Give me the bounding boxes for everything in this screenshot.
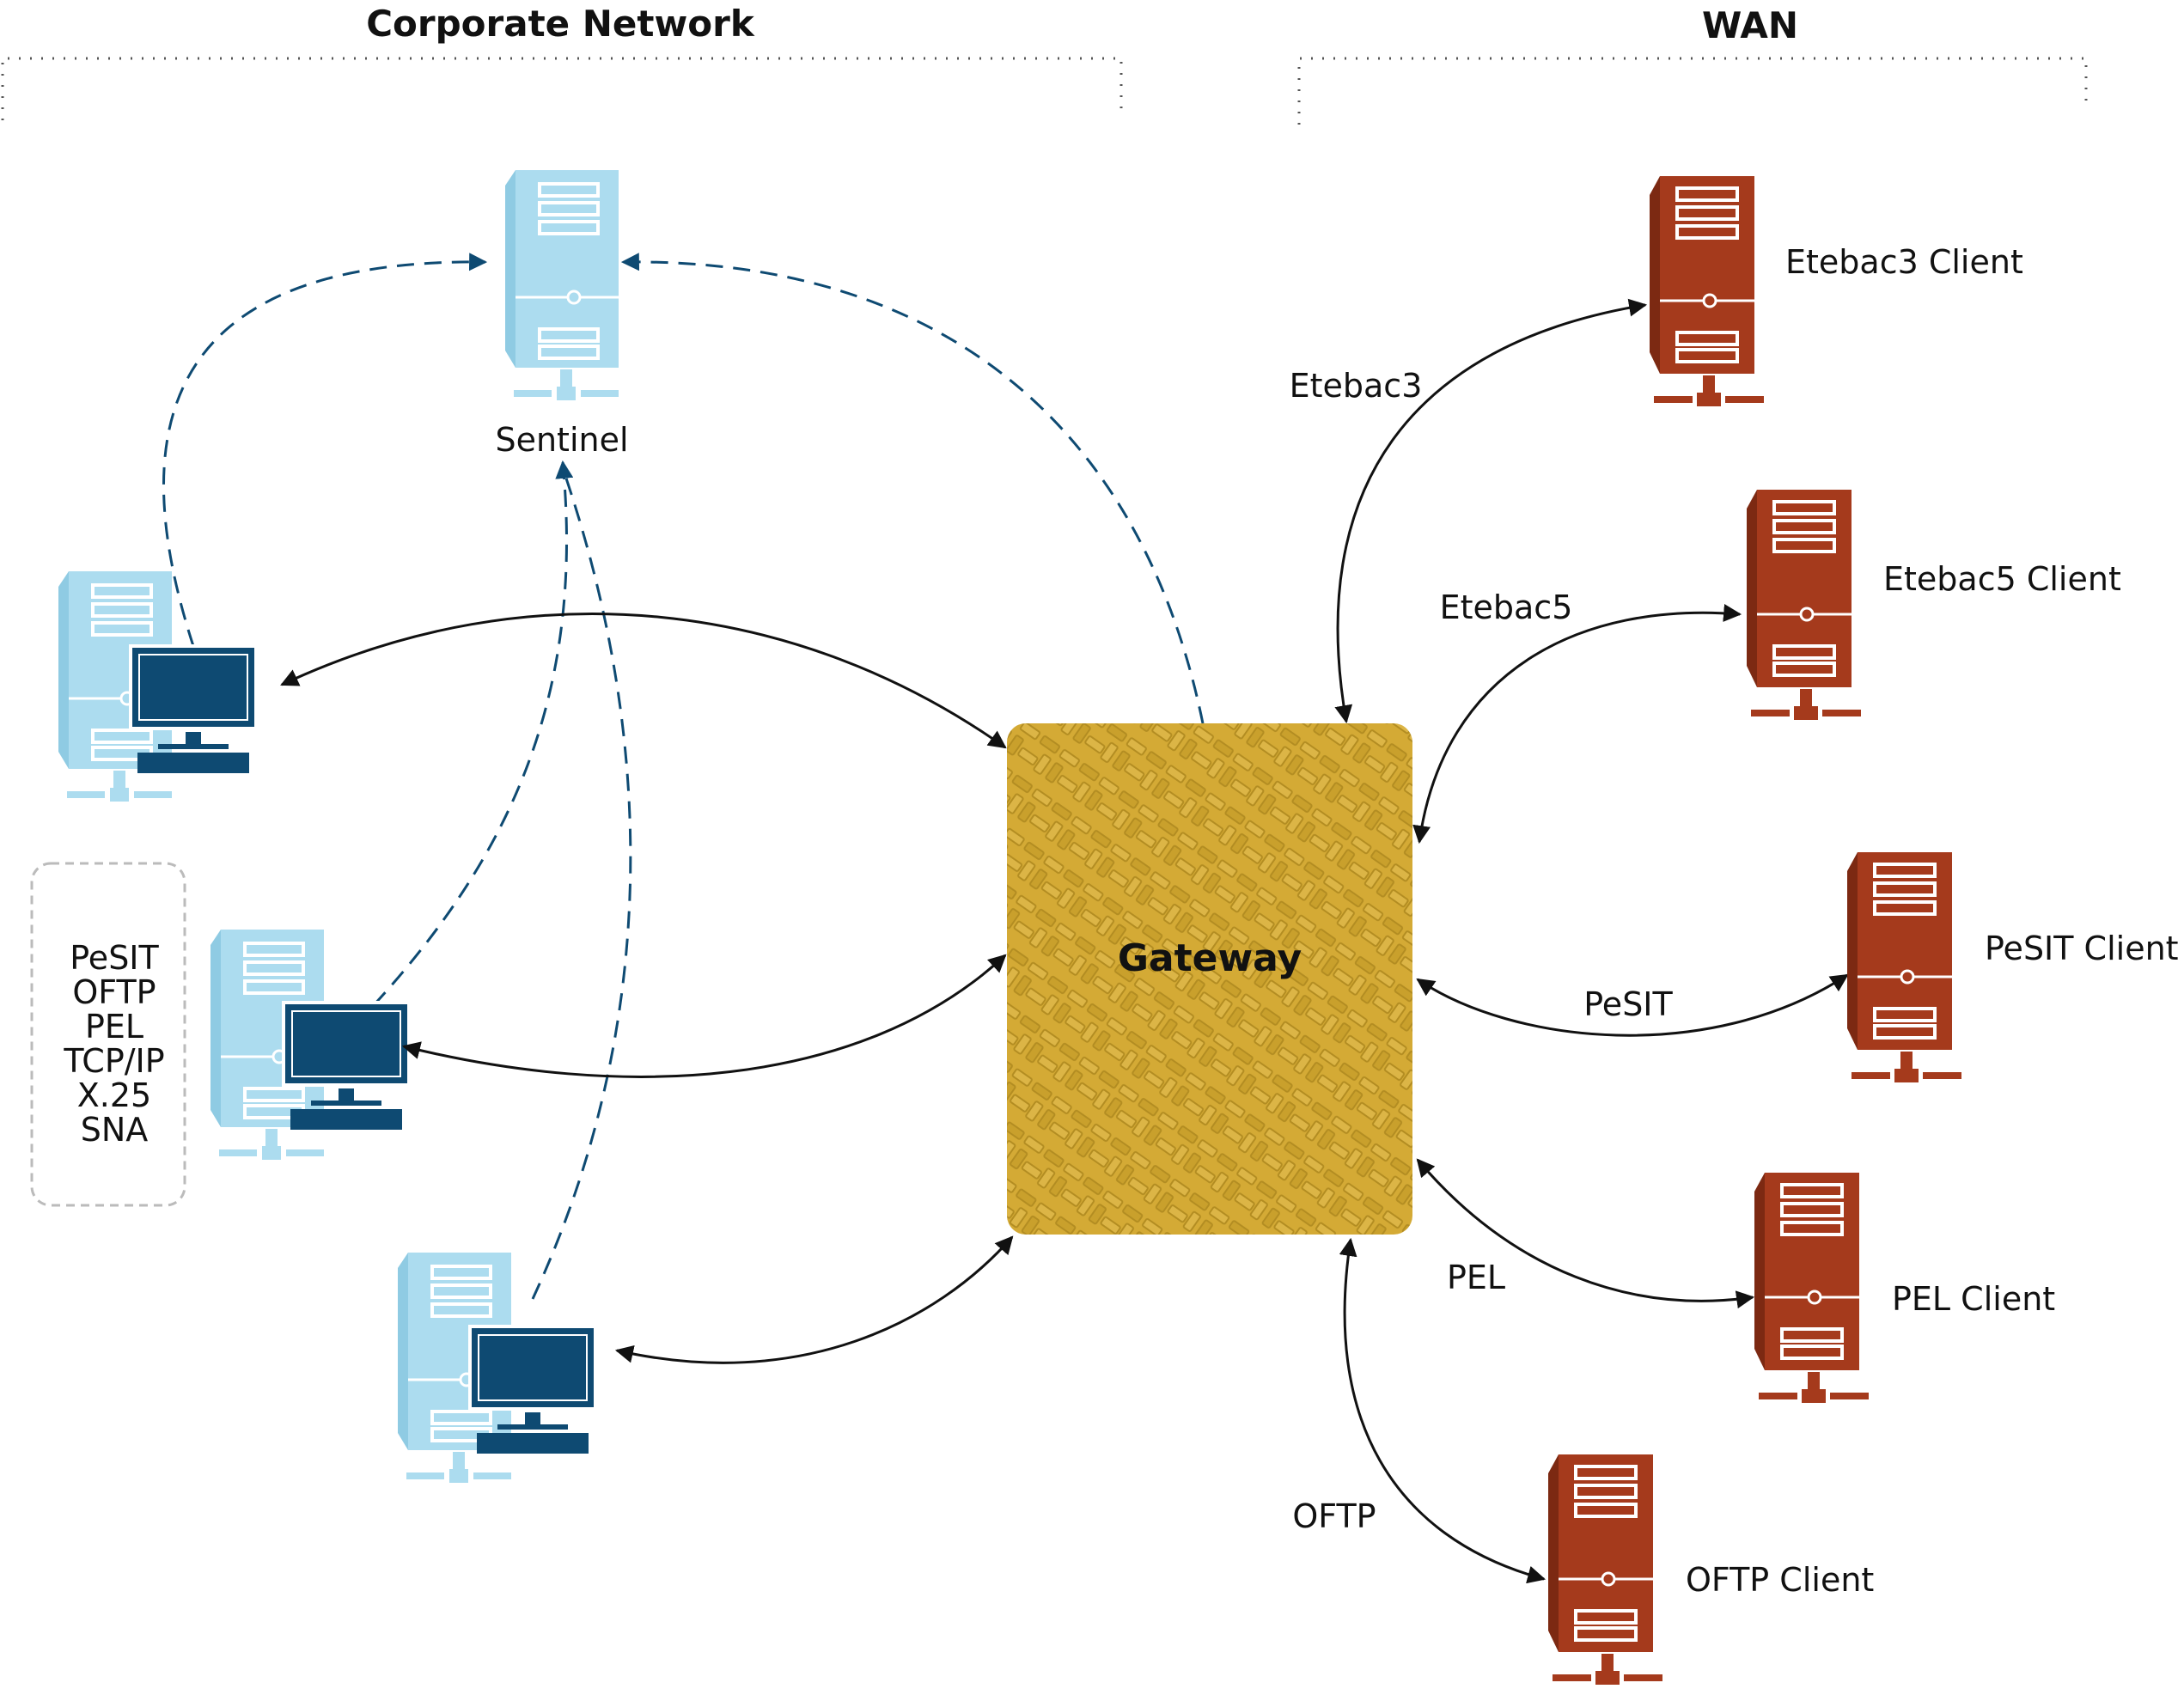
wan-header: WAN	[1702, 4, 1798, 46]
sentinel-server	[503, 168, 620, 402]
pesit-client: PeSIT Client	[1845, 851, 2179, 1084]
gateway-box	[1007, 723, 1412, 1235]
wan-bracket	[1297, 57, 2088, 125]
protocol-box: PeSIT OFTP PEL TCP/IP X.25 SNA	[30, 862, 186, 1207]
corporate-bracket	[1, 57, 1123, 120]
protocol-item: PEL	[85, 1008, 143, 1046]
link-etebac3	[1334, 298, 1648, 724]
workstation-icon	[467, 1324, 598, 1454]
link-label-etebac3: Etebac3	[1290, 367, 1423, 405]
ws1-to-sentinel	[162, 253, 488, 647]
protocol-item: SNA	[81, 1111, 149, 1149]
etebac5-client: Etebac5 Client	[1745, 488, 2121, 722]
workstation-icon	[281, 1000, 412, 1131]
server-icon	[1648, 174, 1766, 408]
pel-client-label: PEL Client	[1892, 1280, 2055, 1318]
link-label-pel: PEL	[1447, 1259, 1505, 1296]
link-etebac5	[1412, 604, 1742, 844]
workstation-2	[209, 928, 412, 1162]
etebac5-client-label: Etebac5 Client	[1883, 560, 2121, 598]
server-icon	[1753, 1171, 1870, 1405]
corporate-network-header: Corporate Network	[366, 3, 755, 45]
gateway-label: Gateway	[1118, 936, 1302, 980]
link-ws2-gateway	[401, 954, 1007, 1078]
oftp-client: OFTP Client	[1546, 1453, 1874, 1686]
etebac3-client: Etebac3 Client	[1648, 174, 2023, 408]
sentinel-label: Sentinel	[495, 421, 628, 459]
protocol-box-border	[30, 862, 186, 1207]
server-icon	[1745, 488, 1863, 722]
gateway-to-sentinel	[620, 253, 1205, 724]
link-pesit	[1416, 973, 1849, 1037]
workstation-3	[396, 1251, 598, 1485]
oftp-client-label: OFTP Client	[1686, 1561, 1874, 1599]
protocol-item: OFTP	[72, 973, 156, 1011]
link-pel	[1416, 1158, 1755, 1309]
gateway: Gateway	[1007, 723, 1412, 1235]
link-label-pesit: PeSIT	[1583, 985, 1673, 1023]
workstation-1	[57, 570, 259, 803]
protocol-item: PeSIT	[70, 939, 159, 977]
etebac3-client-label: Etebac3 Client	[1785, 243, 2023, 281]
ws3-to-sentinel	[531, 467, 632, 1300]
link-ws1-gateway	[280, 613, 1007, 749]
server-icon	[1845, 851, 1963, 1084]
link-label-oftp: OFTP	[1292, 1497, 1376, 1535]
protocol-item: TCP/IP	[63, 1042, 164, 1080]
link-ws3-gateway	[614, 1235, 1014, 1364]
link-label-etebac5: Etebac5	[1440, 588, 1573, 626]
ws2-to-sentinel	[372, 460, 574, 1007]
server-icon	[503, 168, 620, 402]
link-oftp	[1339, 1237, 1546, 1584]
pel-client: PEL Client	[1753, 1171, 2055, 1405]
sentinel-links	[162, 253, 1205, 1300]
protocol-item: X.25	[77, 1076, 151, 1114]
pesit-client-label: PeSIT Client	[1985, 930, 2179, 967]
server-icon	[1546, 1453, 1664, 1686]
workstation-icon	[128, 643, 259, 774]
